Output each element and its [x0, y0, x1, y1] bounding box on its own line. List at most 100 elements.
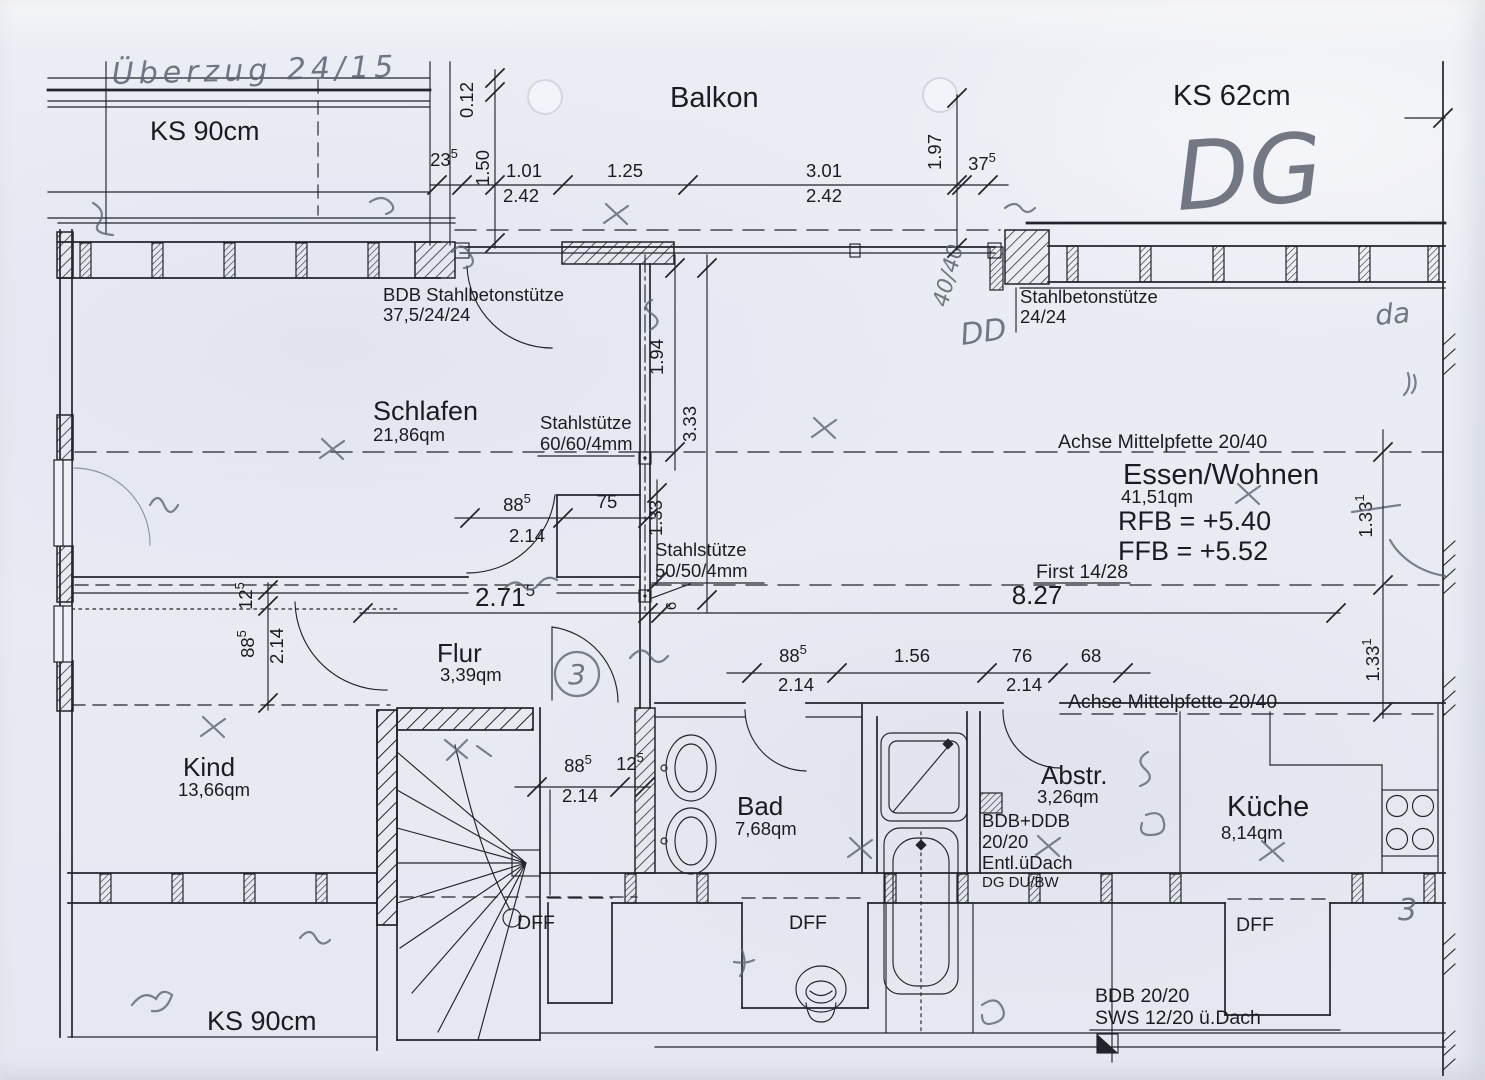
- dim-76: 76: [1012, 645, 1033, 666]
- sink-1: [660, 734, 717, 802]
- dim-125: 1.25: [607, 160, 643, 181]
- bottom-eaves: [67, 879, 1446, 1063]
- dim-150: 1.50: [472, 150, 493, 186]
- dormer-3: [1224, 902, 1331, 1016]
- handwritten-da: da: [1374, 296, 1412, 332]
- bathtub: [883, 827, 959, 1036]
- room-area-flur: 3,39qm: [440, 664, 502, 685]
- roof-window-3: DFF: [1236, 914, 1274, 936]
- handwritten-number: 3: [1398, 893, 1417, 928]
- level-rfb: RFB = +5.40: [1118, 506, 1271, 536]
- roof-window-2: DFF: [789, 912, 827, 934]
- abstr-kueche-walls: [1002, 702, 1446, 874]
- dim-6: 6: [663, 602, 680, 610]
- north-marker: [1097, 1034, 1118, 1053]
- dim-right-1331a: 1.331: [1352, 494, 1376, 537]
- balcony-railing: [454, 229, 1002, 349]
- dim-197: 1.97: [924, 134, 945, 170]
- bdb-note-2: SWS 12/20 ü.Dach: [1095, 1007, 1261, 1029]
- room-area-schlafen: 21,86qm: [373, 424, 445, 445]
- dim-375: 375: [968, 150, 996, 174]
- handwritten-annotations: Überzug 24/15 DG 40/40 DD da 3 3: [111, 49, 1447, 928]
- bdb-column-label-2: 37,5/24/24: [383, 304, 470, 325]
- dim-301: 3.01: [806, 160, 842, 181]
- bathroom-walls: [634, 702, 1004, 874]
- dimensions: 235 1.50 0.12 1.01 2.42 1.25 3.01 2.42 1…: [232, 82, 1383, 806]
- leaders: [399, 287, 1341, 1031]
- concrete-column-label-2: 24/24: [1020, 306, 1066, 327]
- toilet: [795, 965, 847, 1023]
- stair-treads: [396, 751, 527, 1041]
- left-wall: [53, 229, 151, 1038]
- dim-schlafen-door-w: 885: [503, 491, 531, 515]
- dim-75: 75: [597, 491, 618, 512]
- handwritten-col-note: 40/40: [929, 242, 970, 310]
- handwritten-note-top-left: Überzug 24/15: [111, 49, 398, 92]
- vent-duct-marker: [979, 792, 1003, 814]
- sink-2: [660, 807, 717, 875]
- steel-column-1-label-2: 60/60/4mm: [540, 433, 633, 454]
- dim-194: 1.94: [646, 339, 667, 375]
- dim-156: 1.56: [894, 645, 930, 666]
- stair-walkline: [454, 744, 511, 911]
- dim-row-214b: 2.14: [1006, 674, 1042, 695]
- dormer-2: [741, 902, 869, 1009]
- concrete-column-label-1: Stahlbetonstütze: [1020, 286, 1158, 307]
- door-arc-abstr: [1002, 709, 1061, 769]
- handwritten-circled-number: 3: [568, 658, 586, 691]
- top-wall: [57, 222, 1446, 291]
- shower: [880, 732, 968, 822]
- staircase: [376, 707, 541, 1051]
- dim-row-214a: 2.14: [778, 674, 814, 695]
- bottom-wall: [67, 872, 1446, 904]
- axis-label-2: Achse Mittelpfette 20/40: [1068, 691, 1277, 713]
- knee-wall-bottom-left: KS 90cm: [207, 1006, 317, 1036]
- dim-242a: 2.42: [503, 185, 539, 206]
- room-label-kind: Kind: [183, 752, 235, 782]
- dim-bad-door-m: 2.14: [562, 785, 598, 806]
- room-label-bad: Bad: [737, 791, 783, 821]
- handwritten-circle: [553, 650, 601, 698]
- room-area-essen-wohnen: 41,51qm: [1121, 486, 1193, 507]
- steel-column-50-symbol: [638, 589, 652, 603]
- dim-101: 1.01: [506, 160, 542, 181]
- roof-edge-top-left: [46, 61, 456, 246]
- axis-label-1: Achse Mittelpfette 20/40: [1058, 431, 1267, 453]
- dim-2715: 2.715: [475, 581, 535, 612]
- room-area-kind: 13,66qm: [178, 779, 250, 800]
- dim-bad-125: 125: [616, 750, 644, 774]
- vent-note-4: DG DU/BW: [982, 874, 1060, 891]
- stamped-layout: [79, 67, 1456, 1071]
- room-area-kueche: 8,14qm: [1221, 822, 1283, 843]
- room-label-abstr: Abstr.: [1041, 760, 1107, 790]
- flur-walls: [71, 601, 619, 706]
- knee-wall-top-right: KS 62cm: [1173, 80, 1291, 112]
- steel-column-60-symbol: [638, 451, 652, 465]
- ridge-label: First 14/28: [1036, 561, 1128, 583]
- dim-827: 8.27: [1012, 580, 1063, 610]
- bdb-column-label-1: BDB Stahlbetonstütze: [383, 284, 564, 305]
- dim-schlafen-door-m: 2.14: [509, 525, 545, 546]
- room-label-essen-wohnen: Essen/Wohnen: [1123, 459, 1319, 491]
- vent-note-1: BDB+DDB: [982, 810, 1070, 831]
- level-ffb: FFB = +5.52: [1118, 536, 1268, 566]
- steel-column-1-label-1: Stahlstütze: [540, 412, 632, 433]
- dim-68: 68: [1081, 645, 1102, 666]
- room-area-abstr: 3,26qm: [1037, 786, 1099, 807]
- door-arc-bad: [744, 709, 807, 772]
- room-label-flur: Flur: [437, 638, 482, 668]
- room-label-balkon: Balkon: [670, 82, 759, 114]
- roof-window-1: DFF: [517, 912, 555, 934]
- room-label-kueche: Küche: [1227, 791, 1309, 823]
- handwritten-floor-code: DG: [1172, 113, 1326, 233]
- roof-edge-top-right: [1025, 61, 1447, 1076]
- dim-right-1331b: 1.331: [1359, 638, 1383, 681]
- door-arc-schlafen: [466, 494, 556, 574]
- knee-wall-top-left: KS 90cm: [150, 116, 260, 146]
- door-arc-flur: [551, 626, 619, 703]
- room-label-schlafen: Schlafen: [373, 396, 478, 426]
- dim-bad-door-w: 885: [564, 752, 592, 776]
- bdb-note-1: BDB 20/20: [1095, 985, 1189, 1007]
- vent-note-3: Entl.üDach: [982, 852, 1073, 873]
- steel-column-2-label-1: Stahlstütze: [655, 539, 747, 560]
